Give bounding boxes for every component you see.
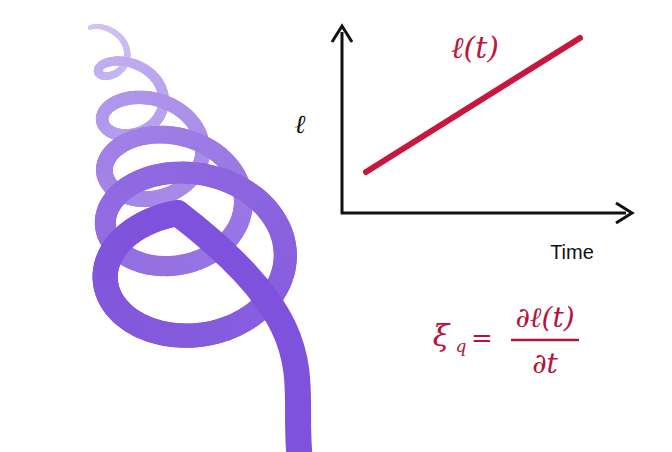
x-axis	[341, 212, 626, 215]
helix-illustration	[90, 26, 300, 452]
axis-label: Time	[550, 242, 594, 262]
formula-subscript: q	[456, 338, 467, 355]
axis-label: ℓ	[295, 111, 306, 137]
formula-numerator: ∂ℓ(t)	[515, 304, 574, 332]
fraction-bar	[511, 339, 579, 342]
x-axis-arrow	[616, 203, 632, 223]
y-axis	[341, 32, 344, 214]
formula-equals: =	[471, 325, 493, 351]
formula-denominator: ∂t	[532, 350, 558, 378]
helix-tail	[178, 213, 300, 452]
formula-symbol: ξ	[433, 321, 450, 351]
curve-label: ℓ(t)	[451, 33, 499, 63]
y-axis-arrow	[332, 26, 352, 42]
